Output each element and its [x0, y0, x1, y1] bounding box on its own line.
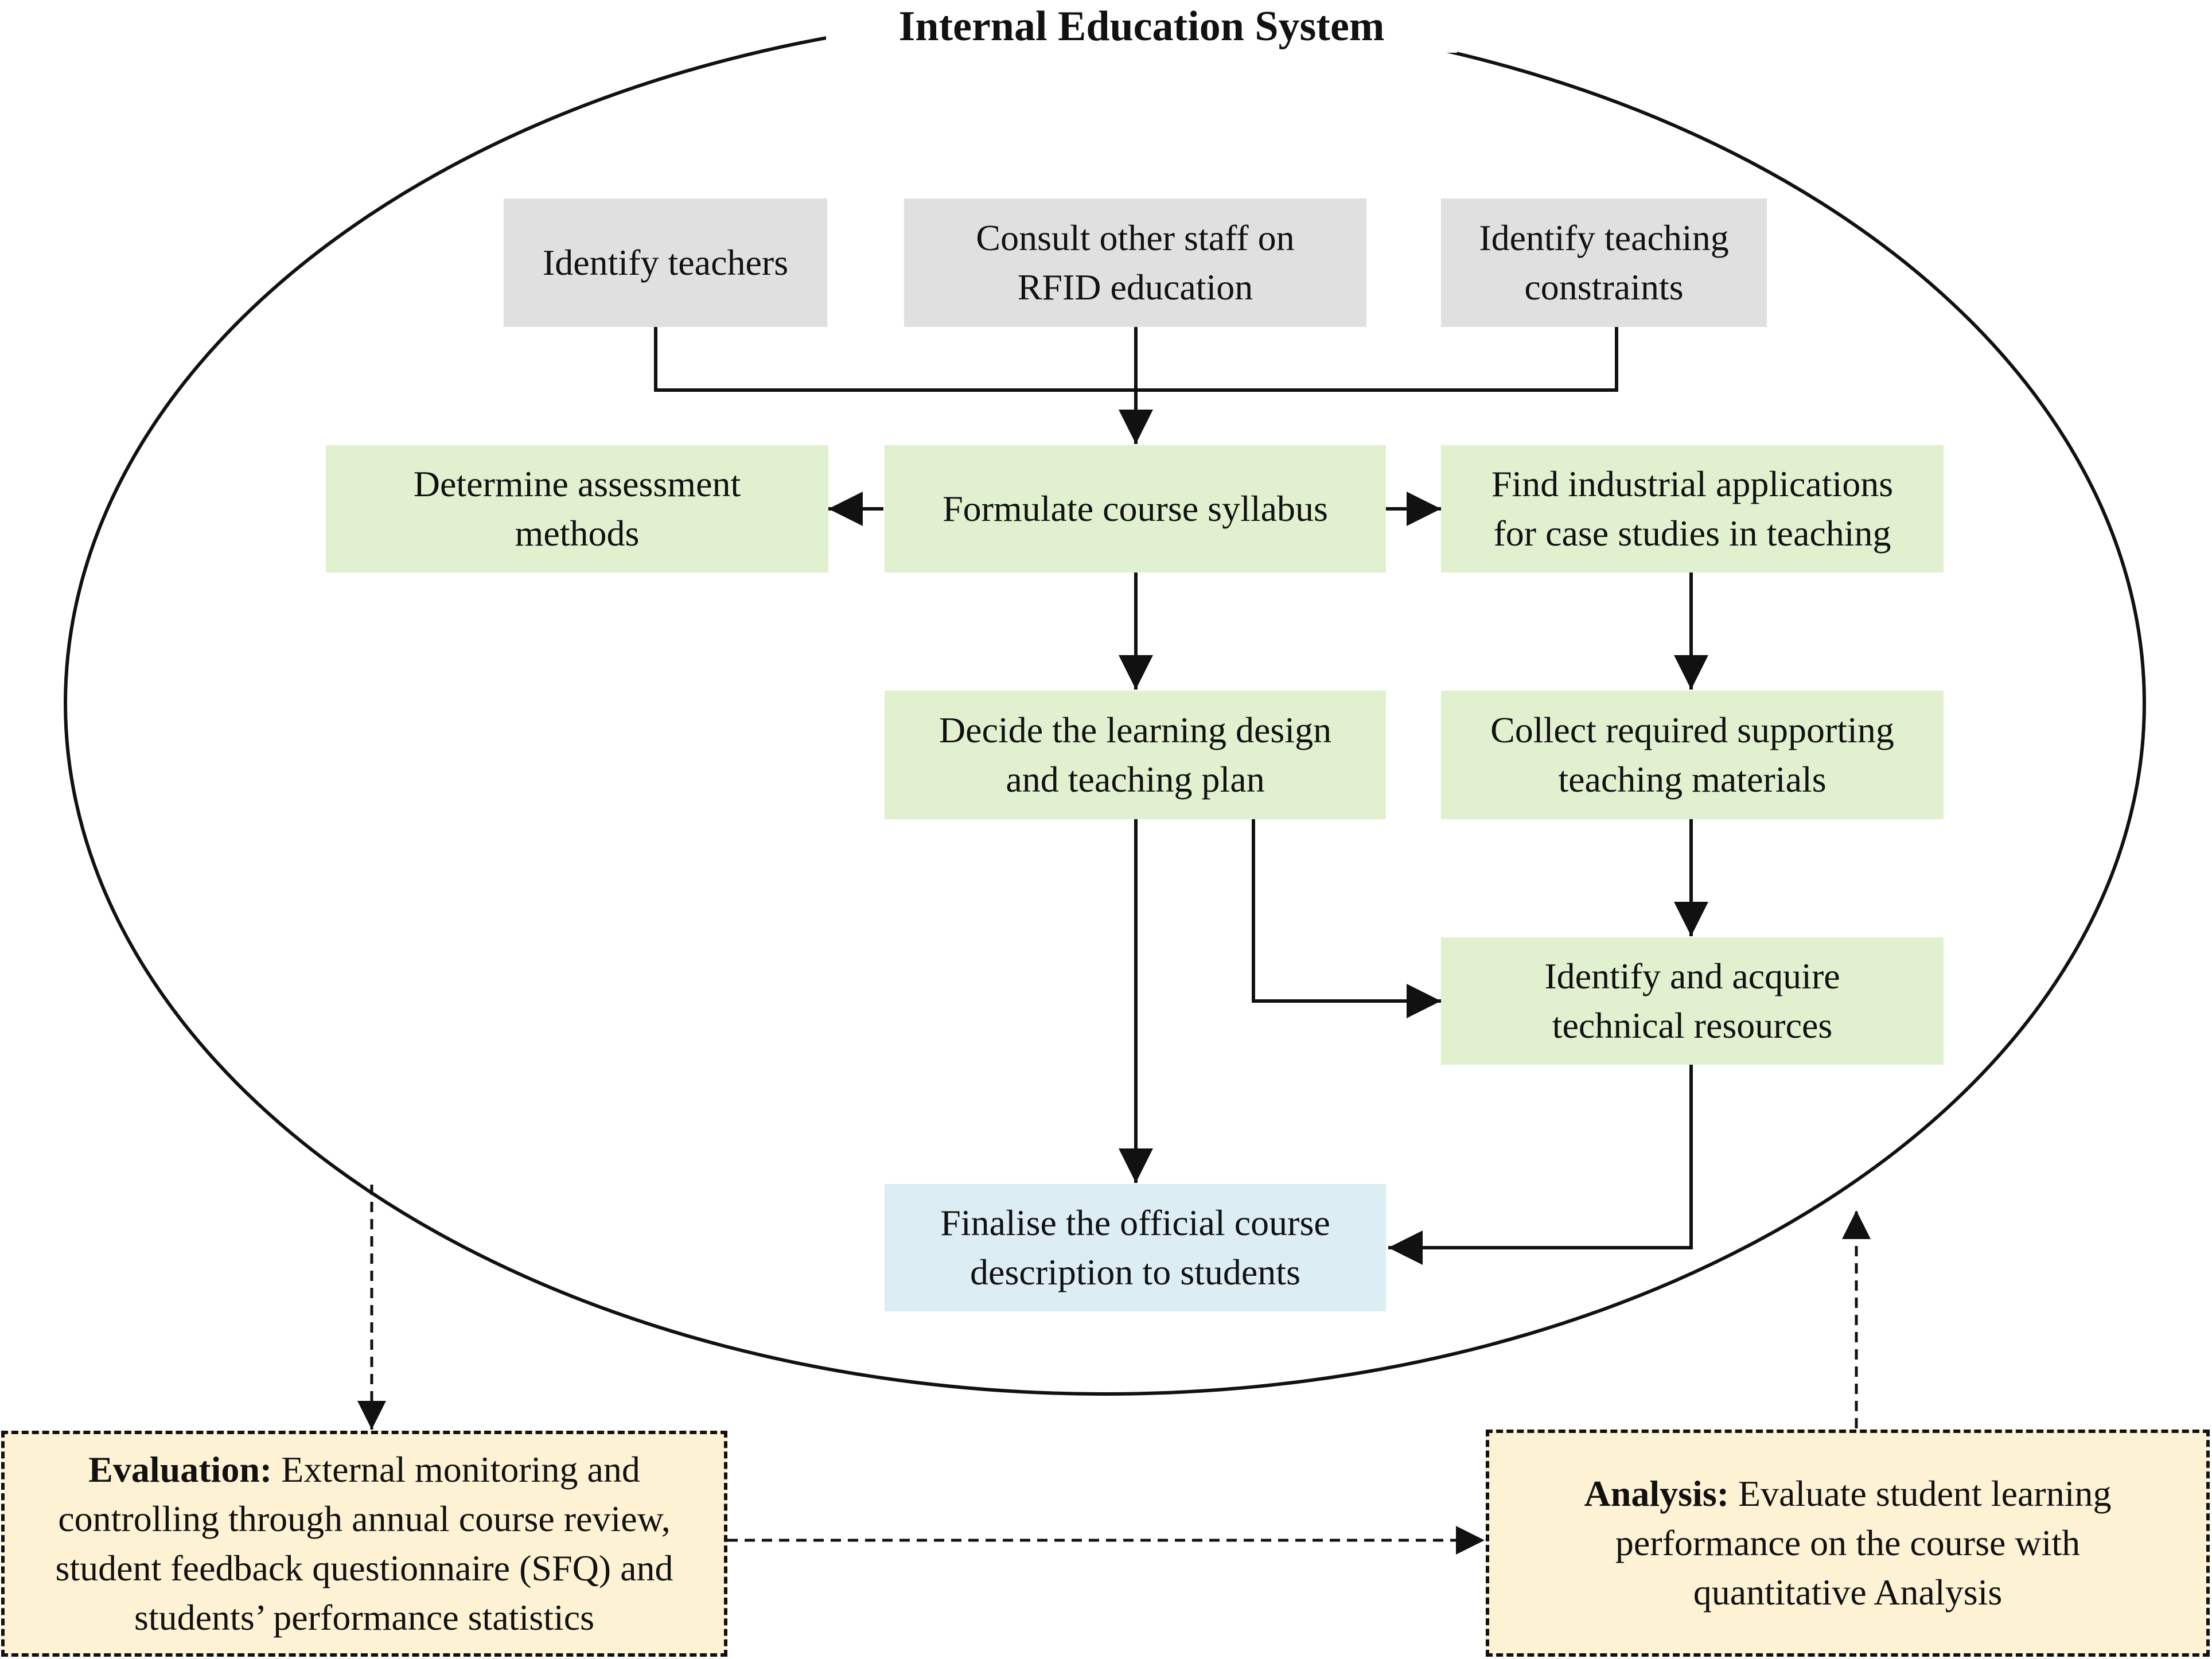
consult-staff-line-2: RFID education	[1017, 267, 1253, 307]
evaluation-line-4: students’ performance statistics	[134, 1597, 595, 1638]
industrial-applications-box: Find industrial applications for case st…	[1441, 445, 1944, 573]
assessment-methods-line-1: Determine assessment	[413, 464, 741, 504]
evaluation-line-2: controlling through annual course review…	[58, 1498, 671, 1539]
teaching-constraints-box: Identify teaching constraints	[1441, 198, 1767, 327]
connector-resources-to-finalise	[1388, 1065, 1693, 1265]
finalise-description-line-1: Finalise the official course	[940, 1202, 1330, 1243]
analysis-line-3: quantitative Analysis	[1693, 1572, 2003, 1613]
industrial-applications-line-1: Find industrial applications	[1491, 464, 1894, 504]
teaching-materials-line-1: Collect required supporting	[1490, 710, 1894, 750]
course-syllabus-box: Formulate course syllabus	[885, 445, 1386, 573]
evaluation-line-3: student feedback questionnaire (SFQ) and	[55, 1548, 673, 1588]
diagram-title: Internal Education System	[826, 0, 1457, 53]
learning-design-box: Decide the learning design and teaching …	[885, 691, 1386, 819]
industrial-applications-line-2: for case studies in teaching	[1493, 513, 1891, 554]
analysis-heading: Analysis:	[1584, 1473, 1730, 1514]
course-syllabus-label: Formulate course syllabus	[943, 488, 1328, 529]
consult-staff-line-1: Consult other staff on	[976, 217, 1295, 258]
teaching-constraints-line-2: constraints	[1524, 267, 1684, 307]
learning-design-line-2: and teaching plan	[1006, 759, 1265, 800]
evaluation-heading: Evaluation:	[88, 1449, 272, 1490]
evaluation-box: Evaluation: External monitoring and cont…	[1, 1431, 727, 1657]
technical-resources-box: Identify and acquire technical resources	[1441, 937, 1944, 1065]
teaching-materials-line-2: teaching materials	[1558, 759, 1827, 800]
technical-resources-line-2: technical resources	[1552, 1005, 1833, 1046]
connector-learning-to-resources	[1252, 819, 1441, 1018]
identify-teachers-box: Identify teachers	[504, 198, 827, 327]
finalise-description-box: Finalise the official course description…	[885, 1184, 1386, 1311]
analysis-box: Analysis: Evaluate student learning perf…	[1486, 1430, 2210, 1657]
evaluation-text-1: External monitoring and	[272, 1449, 640, 1490]
assessment-methods-box: Determine assessment methods	[326, 445, 828, 573]
teaching-constraints-line-1: Identify teaching	[1479, 217, 1729, 258]
evaluation-line-1: Evaluation: External monitoring and	[88, 1445, 640, 1494]
assessment-methods-line-2: methods	[515, 513, 640, 554]
learning-design-line-1: Decide the learning design	[938, 710, 1332, 750]
finalise-description-line-2: description to students	[970, 1252, 1300, 1292]
teaching-materials-box: Collect required supporting teaching mat…	[1441, 691, 1944, 819]
identify-teachers-label: Identify teachers	[542, 242, 789, 283]
analysis-text-1: Evaluate student learning	[1729, 1473, 2112, 1514]
analysis-line-2: performance on the course with	[1615, 1522, 2081, 1563]
technical-resources-line-1: Identify and acquire	[1544, 956, 1840, 996]
consult-staff-box: Consult other staff on RFID education	[904, 198, 1366, 327]
analysis-line-1: Analysis: Evaluate student learning	[1584, 1469, 2112, 1518]
